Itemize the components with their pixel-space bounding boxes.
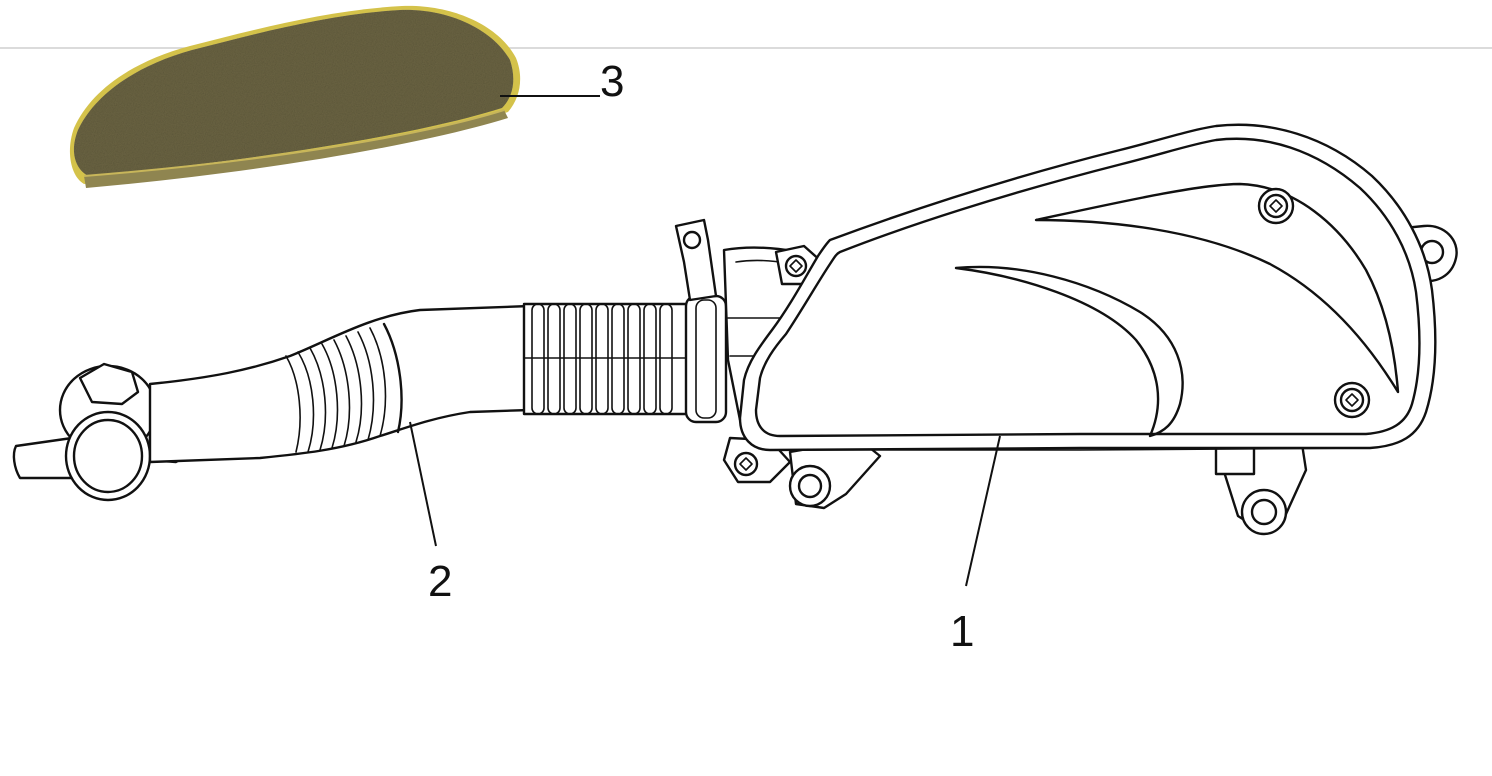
airbox-housing [722, 123, 1458, 536]
intake-duct [12, 218, 728, 502]
callout-number-2: 2 [428, 557, 452, 606]
air-filter-element [69, 5, 521, 188]
callout-number-3: 3 [600, 57, 624, 106]
callout-2: 2 [409, 421, 452, 606]
duct-corrugation [285, 322, 403, 453]
callout-3: 3 [500, 57, 624, 106]
bellows-ribs [523, 303, 691, 415]
callout-1: 1 [950, 435, 1001, 656]
callout-number-1: 1 [950, 607, 974, 656]
leader-line-2 [409, 421, 437, 547]
leader-line-1 [965, 435, 1001, 587]
